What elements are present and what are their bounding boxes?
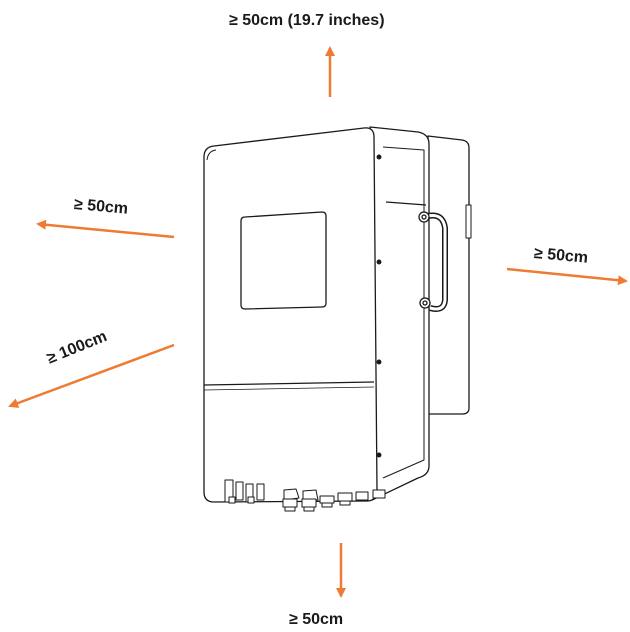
wall-bracket [427, 135, 470, 415]
display-window [240, 211, 327, 310]
front-panel [203, 127, 378, 503]
arrow-left [36, 219, 175, 239]
panel-divider [203, 381, 375, 386]
side-panel [369, 126, 430, 501]
bottom-clearance-label: ≥ 50cm [289, 611, 344, 628]
inverter-unit [203, 126, 472, 512]
arrow-left-down [8, 343, 175, 408]
top-clearance-label: ≥ 50cm (19.7 inches) [229, 12, 385, 29]
bottom-connectors [224, 479, 386, 512]
arrow-right [506, 267, 628, 286]
